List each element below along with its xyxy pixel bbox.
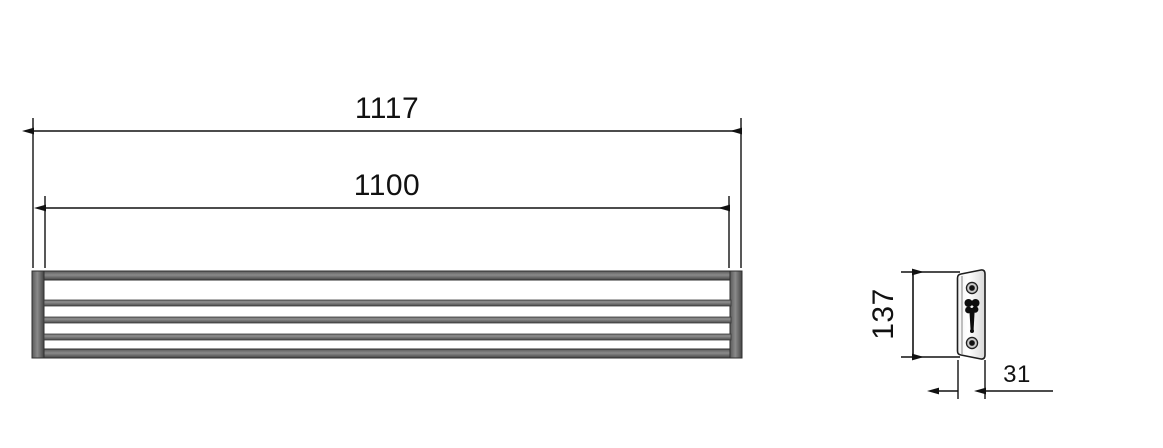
dimension-label-inner-width: 1100: [354, 169, 421, 202]
frame-bottom-member: [31, 348, 743, 359]
side-view: 137 31: [867, 268, 1053, 399]
dimension-inner-width: 1100: [34, 169, 730, 268]
keyhole-lobe-right: [971, 299, 980, 307]
keyhole-lobe-left: [964, 299, 973, 307]
rack-rail-2: [43, 316, 732, 324]
screw-hole-top-center: [969, 285, 975, 291]
frame-top-member: [31, 270, 743, 281]
dimension-label-bracket-depth: 31: [1003, 361, 1031, 388]
screw-hole-bottom-center: [969, 340, 975, 346]
frame-left-member: [31, 270, 45, 359]
dimension-bracket-height: 137: [867, 268, 960, 361]
front-view: 1117 1100: [22, 92, 743, 359]
dimension-label-overall-width: 1117: [355, 92, 419, 125]
keyhole-tail: [969, 308, 975, 330]
rack-frame: [31, 270, 743, 359]
dimension-label-bracket-height: 137: [867, 288, 900, 340]
dimension-overall-width: 1117: [22, 92, 742, 268]
rack-rail-3: [43, 333, 732, 341]
keyhole-tail-end: [970, 329, 974, 333]
rack-rails: [43, 299, 732, 341]
rack-rail-1: [43, 299, 732, 307]
dimension-bracket-depth: 31: [927, 360, 1053, 399]
mounting-bracket: [956, 269, 986, 360]
frame-right-member: [729, 270, 743, 359]
keyhole-slot: [964, 299, 980, 333]
